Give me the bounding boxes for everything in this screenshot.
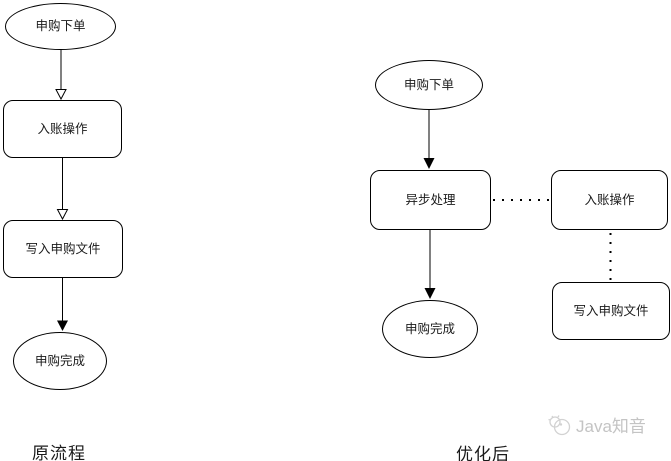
left-arrowhead-open-2 [56, 209, 69, 221]
right-flow-title: 优化后 [456, 445, 510, 461]
right-async-step2-node: 写入申购文件 [552, 282, 670, 340]
right-async-step1-node: 入账操作 [551, 170, 668, 230]
left-end-node: 申购完成 [13, 332, 107, 390]
left-start-node: 申购下单 [5, 3, 116, 50]
left-step1-node: 入账操作 [3, 100, 122, 158]
watermark: Java知音 [546, 411, 646, 438]
right-arrowhead-filled-1 [423, 158, 435, 169]
right-end-node: 申购完成 [382, 300, 478, 358]
bird-logo-icon [548, 415, 571, 436]
left-step2-node: 写入申购文件 [3, 220, 123, 278]
right-arrowhead-filled-2 [424, 288, 436, 299]
right-process-node: 异步处理 [370, 170, 491, 230]
left-arrowhead-open-1 [55, 89, 67, 101]
left-flow-title: 原流程 [32, 444, 86, 461]
watermark-text: Java知音 [576, 417, 646, 436]
left-arrowhead-filled-1 [57, 320, 68, 331]
right-start-node: 申购下单 [375, 60, 483, 110]
